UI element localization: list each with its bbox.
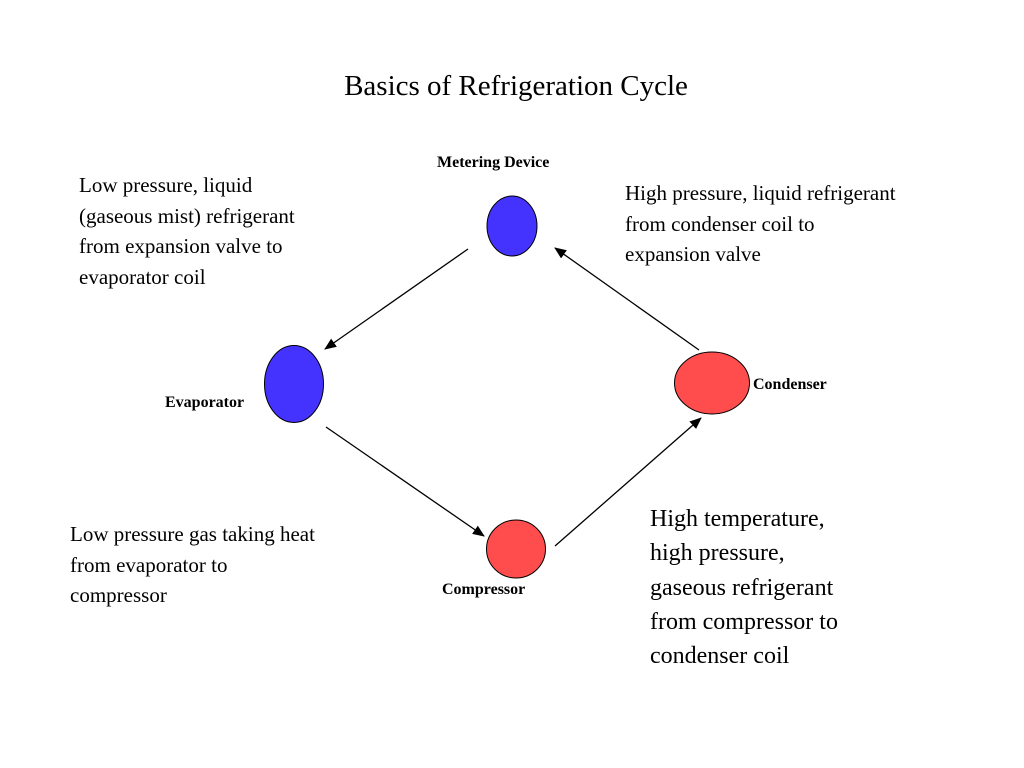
slide-title: Basics of Refrigeration Cycle <box>344 70 688 102</box>
condenser-node <box>674 351 750 415</box>
condenser-label: Condenser <box>753 376 827 393</box>
description-compressor-to-condenser: High temperature, high pressure, gaseous… <box>650 506 838 670</box>
metering-device-node <box>486 195 538 257</box>
evaporator-node <box>264 345 324 423</box>
compressor-label: Compressor <box>442 581 526 598</box>
compressor-node <box>486 519 546 579</box>
description-evaporator-to-compressor: Low pressure gas taking heat from evapor… <box>70 522 315 607</box>
arrow-metering-to-evaporator <box>324 248 469 350</box>
arrow-condenser-to-metering <box>554 247 700 351</box>
description-condenser-to-metering: High pressure, liquid refrigerant from c… <box>625 181 896 266</box>
arrow-compressor-to-condenser <box>554 417 702 547</box>
description-metering-to-evaporator: Low pressure, liquid (gaseous mist) refr… <box>79 173 295 289</box>
arrow-evaporator-to-compressor <box>325 426 485 537</box>
evaporator-label: Evaporator <box>165 394 245 411</box>
metering-device-label: Metering Device <box>437 154 550 171</box>
